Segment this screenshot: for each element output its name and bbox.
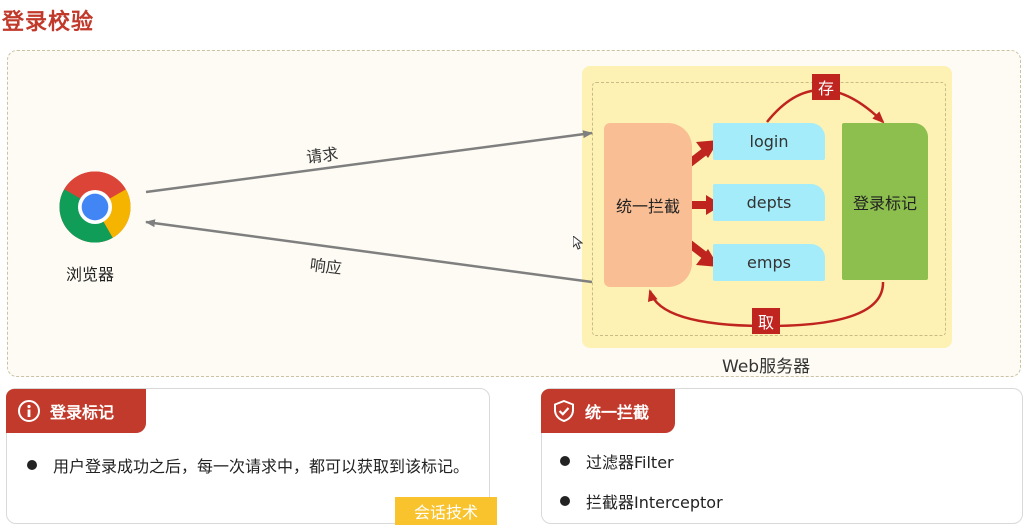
bullet-dot — [560, 496, 570, 506]
request-label: 请求 — [305, 144, 340, 167]
login-marker-card-header: 登录标记 — [6, 389, 146, 433]
resource-emps: emps — [713, 244, 825, 281]
login-marker-card: 登录标记 用户登录成功之后，每一次请求中，都可以获取到该标记。 会话技术 — [6, 388, 497, 525]
shield-check-icon — [554, 400, 574, 422]
list-item: 用户登录成功之后，每一次请求中，都可以获取到该标记。 — [27, 453, 469, 477]
web-server-label: Web服务器 — [722, 357, 811, 377]
filter-bullet-text: 过滤器Filter — [586, 453, 674, 472]
request-arrow — [145, 130, 593, 194]
response-label: 响应 — [308, 255, 343, 278]
login-marker-card-title: 登录标记 — [50, 403, 115, 422]
session-tech-tag: 会话技术 — [395, 497, 497, 525]
login-marker-bullet-text: 用户登录成功之后，每一次请求中，都可以获取到该标记。 — [53, 457, 470, 476]
interceptor-box: 统一拦截 — [604, 123, 692, 287]
resource-login: login — [713, 123, 825, 160]
unified-intercept-card-header: 统一拦截 — [541, 389, 675, 433]
login-marker-box: 登录标记 — [842, 123, 928, 280]
mouse-cursor-icon — [573, 236, 583, 250]
page-title: 登录校验 — [2, 10, 95, 35]
resource-depts: depts — [713, 184, 825, 221]
bullet-dot — [560, 456, 570, 466]
chrome-browser-icon — [59, 171, 131, 243]
web-server-inner-boundary — [592, 82, 946, 336]
unified-intercept-card-title: 统一拦截 — [585, 403, 650, 422]
interceptor-bullet-text: 拦截器Interceptor — [586, 493, 723, 512]
fetch-tag: 取 — [752, 308, 780, 334]
response-arrow — [145, 219, 593, 284]
info-icon — [18, 400, 40, 422]
browser-label: 浏览器 — [66, 265, 115, 284]
unified-intercept-card: 统一拦截 过滤器Filter 拦截器Interceptor — [541, 388, 1023, 524]
list-item: 拦截器Interceptor — [560, 489, 723, 513]
store-tag: 存 — [812, 74, 840, 100]
list-item: 过滤器Filter — [560, 449, 674, 473]
bullet-dot — [27, 460, 37, 470]
